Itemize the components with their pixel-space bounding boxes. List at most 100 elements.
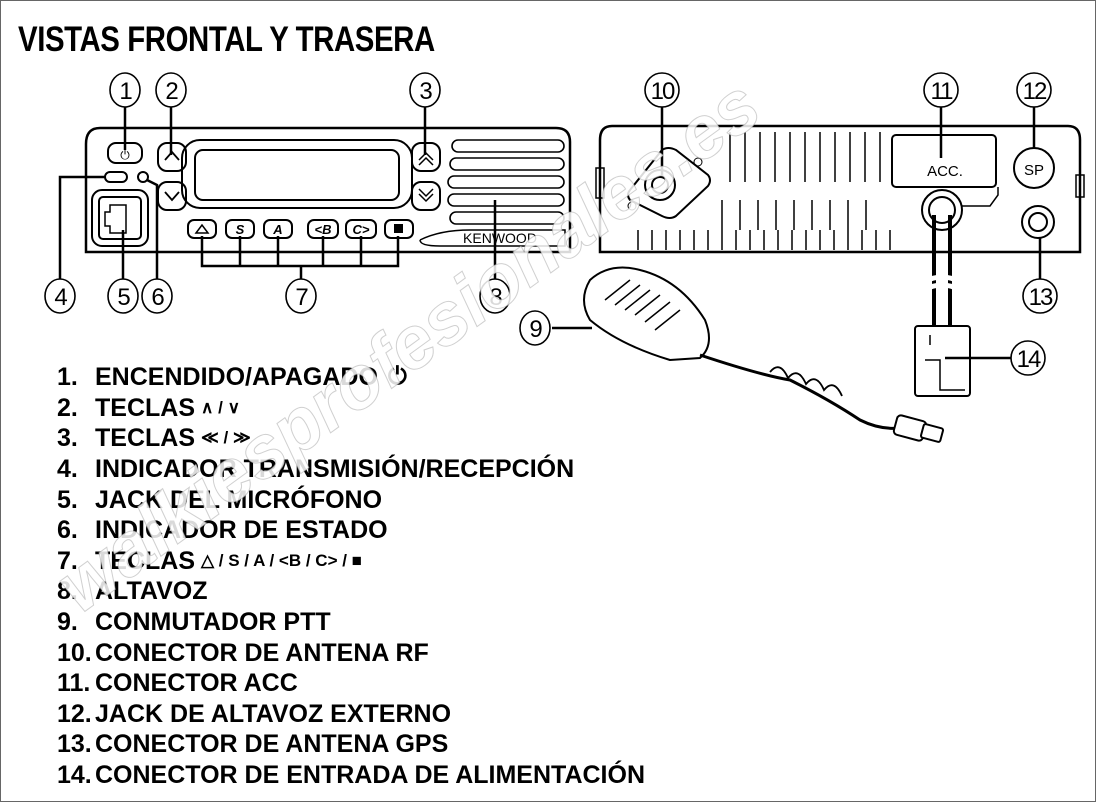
item-number: 5. xyxy=(57,485,78,514)
item-label: CONMUTADOR PTT xyxy=(95,608,331,637)
rear-leaders xyxy=(552,107,1042,360)
svg-text:1: 1 xyxy=(119,78,132,105)
svg-text:3: 3 xyxy=(419,78,432,105)
list-item: 6. INDICADOR DE ESTADO xyxy=(57,515,645,546)
item-number: 12. xyxy=(57,699,92,728)
callout-10: 10 xyxy=(644,72,680,108)
list-item: 2. TECLAS ∧ / ∨ xyxy=(57,393,645,424)
callout-11: 11 xyxy=(923,72,959,108)
item-number: 13. xyxy=(57,730,92,759)
power-icon: ⏻ xyxy=(120,148,130,162)
list-item: 13.CONECTOR DE ANTENA GPS xyxy=(57,729,645,760)
callout-7: 7 xyxy=(285,278,317,314)
list-item: 8. ALTAVOZ xyxy=(57,576,645,607)
status-indicator xyxy=(137,171,149,183)
svg-text:8: 8 xyxy=(489,284,502,311)
callout-4: 4 xyxy=(44,278,76,314)
item-label: CONECTOR DE ANTENA GPS xyxy=(95,730,449,759)
fast-up-down-keys-icon: ≪ / ≫ xyxy=(201,428,251,448)
svg-text:6: 6 xyxy=(151,284,164,311)
list-item: 4. INDICADOR TRANSMISIÓN/RECEPCIÓN xyxy=(57,454,645,485)
svg-text:5: 5 xyxy=(117,284,130,311)
item-label: ENCENDIDO/APAGADO xyxy=(95,363,378,392)
item-number: 2. xyxy=(57,393,78,422)
fast-down-key xyxy=(411,181,441,211)
item-number: 8. xyxy=(57,577,78,606)
display xyxy=(194,149,400,201)
tx-rx-indicator xyxy=(104,171,128,183)
acc-label: ACC. xyxy=(927,163,963,180)
item-number: 10. xyxy=(57,638,92,667)
speaker-grille xyxy=(447,139,565,225)
list-item: 10.CONECTOR DE ANTENA RF xyxy=(57,637,645,668)
svg-text:11: 11 xyxy=(931,78,954,105)
heatsink-fins xyxy=(637,132,891,250)
svg-text:10: 10 xyxy=(651,78,675,105)
callout-5: 5 xyxy=(107,278,139,314)
callout-1: 1 xyxy=(109,72,141,108)
list-item: 3. TECLAS ≪ / ≫ xyxy=(57,423,645,454)
item-number: 7. xyxy=(57,546,78,575)
key-s-label: S xyxy=(236,222,245,237)
list-item: 11.CONECTOR ACC xyxy=(57,668,645,699)
up-down-keys-icon: ∧ / ∨ xyxy=(201,397,241,417)
microphone xyxy=(583,266,945,443)
callout-8: 8 xyxy=(479,278,511,314)
list-item: 12.JACK DE ALTAVOZ EXTERNO xyxy=(57,699,645,730)
callout-6: 6 xyxy=(141,278,173,314)
callout-13: 13 xyxy=(1022,278,1058,314)
list-item: 5. JACK DEL MICRÓFONO xyxy=(57,484,645,515)
item-number: 6. xyxy=(57,516,78,545)
function-keys: S A <B C> xyxy=(187,219,414,239)
item-label: TECLAS xyxy=(95,546,195,575)
sp-label: SP xyxy=(1024,162,1044,179)
key-b-label: <B xyxy=(315,222,332,237)
parts-list: 1. ENCENDIDO/APAGADO ⏻ 2. TECLAS ∧ / ∨ 3. TEC… xyxy=(57,362,645,790)
list-item: 1. ENCENDIDO/APAGADO ⏻ xyxy=(57,362,645,393)
acc-connector xyxy=(891,134,997,188)
key-a-label: A xyxy=(272,222,282,237)
callout-12: 12 xyxy=(1016,72,1052,108)
item-label: INDICADOR DE ESTADO xyxy=(95,516,388,545)
svg-text:13: 13 xyxy=(1029,284,1053,311)
brand-logo: KENWOOD xyxy=(463,230,537,246)
item-label: TECLAS xyxy=(95,393,195,422)
display-bezel xyxy=(181,139,413,209)
item-number: 9. xyxy=(57,608,78,637)
front-leaders xyxy=(58,107,497,279)
rear-panel: ACC. SP xyxy=(595,124,1085,254)
item-number: 1. xyxy=(57,363,78,392)
front-panel: ⏻ S A <B C> xyxy=(84,126,572,254)
gps-antenna-connector xyxy=(1021,205,1055,239)
item-number: 14. xyxy=(57,761,92,790)
power-icon: ⏻ xyxy=(387,363,407,391)
list-item: 9. CONMUTADOR PTT xyxy=(57,607,645,638)
list-item: 14.CONECTOR DE ENTRADA DE ALIMENTACIÓN xyxy=(57,760,645,791)
list-item: 7. TECLAS △ / S / A / <B / C> / ■ xyxy=(57,546,645,577)
svg-text:9: 9 xyxy=(529,316,542,343)
key-c-label: C> xyxy=(353,222,370,237)
callout-3: 3 xyxy=(409,72,441,108)
svg-text:2: 2 xyxy=(165,78,178,105)
item-label: CONECTOR DE ENTRADA DE ALIMENTACIÓN xyxy=(95,761,645,790)
svg-text:14: 14 xyxy=(1017,346,1041,373)
power-cable-grommet xyxy=(921,189,963,231)
page-title: VISTAS FRONTAL Y TRASERA xyxy=(18,20,435,59)
item-label: TECLAS xyxy=(95,424,195,453)
svg-text:7: 7 xyxy=(295,284,308,311)
item-label: JACK DE ALTAVOZ EXTERNO xyxy=(95,699,452,728)
rf-antenna-connector xyxy=(627,147,711,219)
item-label: ALTAVOZ xyxy=(95,577,208,606)
svg-text:12: 12 xyxy=(1023,78,1047,105)
power-input-connector xyxy=(914,325,971,397)
callout-14: 14 xyxy=(1010,340,1046,376)
callout-2: 2 xyxy=(155,72,187,108)
item-number: 3. xyxy=(57,424,78,453)
item-number: 4. xyxy=(57,455,78,484)
item-label: INDICADOR TRANSMISIÓN/RECEPCIÓN xyxy=(95,455,575,484)
function-keys-icon: △ / S / A / <B / C> / ■ xyxy=(201,550,362,570)
mic-jack xyxy=(91,189,149,247)
item-label: JACK DEL MICRÓFONO xyxy=(95,485,383,514)
callouts: 1 2 3 4 5 6 7 8 9 10 11 12 13 14 xyxy=(44,72,1058,376)
svg-text:4: 4 xyxy=(54,284,67,311)
